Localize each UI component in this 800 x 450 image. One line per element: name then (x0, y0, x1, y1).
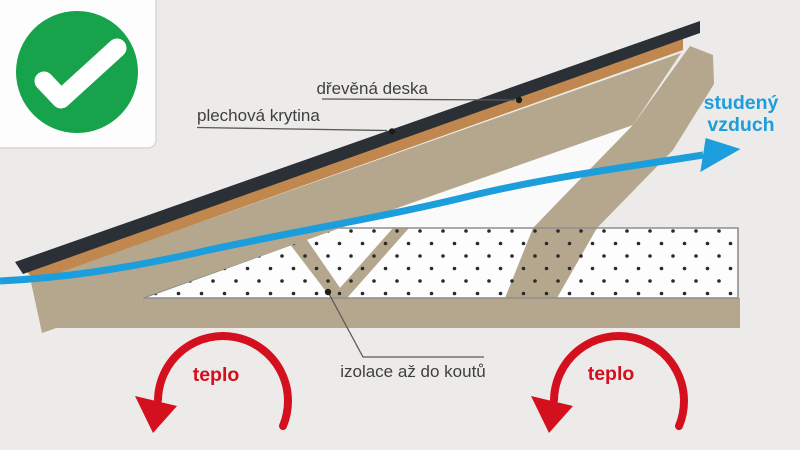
label-metal-roofing: plechová krytina (197, 106, 320, 125)
leader-metal-roofing (196, 126, 388, 132)
cold-air-arrowhead (700, 138, 741, 172)
heat-arrowhead-right (531, 396, 573, 433)
leader-dot-wooden-board (515, 96, 523, 104)
insulation-layer (142, 227, 739, 299)
heat-arc-left (154, 332, 292, 430)
insulation-dot-pattern (143, 228, 738, 298)
leader-lines (196, 98, 516, 358)
leader-dot-insulation (324, 288, 332, 296)
label-heat-right: teplo (588, 363, 635, 385)
cold-air-curve (0, 151, 704, 285)
check-icon (34, 38, 127, 109)
checkmark-badge (0, 0, 157, 149)
label-heat-left: teplo (193, 364, 240, 386)
leader-dot-metal-roofing (388, 128, 396, 135)
leader-wooden-board (321, 98, 516, 101)
label-insulation: izolace až do koutů (340, 362, 486, 381)
label-cold-air-2: vzduch (707, 114, 774, 136)
leader-insulation (327, 291, 484, 358)
heat-arc-right (550, 332, 688, 430)
ceiling-board (55, 298, 740, 328)
rafter-beam (31, 53, 681, 333)
metal-roofing-layer (15, 21, 700, 274)
heat-arrows (135, 332, 688, 433)
cold-air-arrow (0, 138, 741, 285)
label-wooden-board: dřevěná deska (316, 79, 428, 98)
label-cold-air-1: studený (704, 92, 779, 114)
heat-arrowhead-left (135, 396, 177, 433)
